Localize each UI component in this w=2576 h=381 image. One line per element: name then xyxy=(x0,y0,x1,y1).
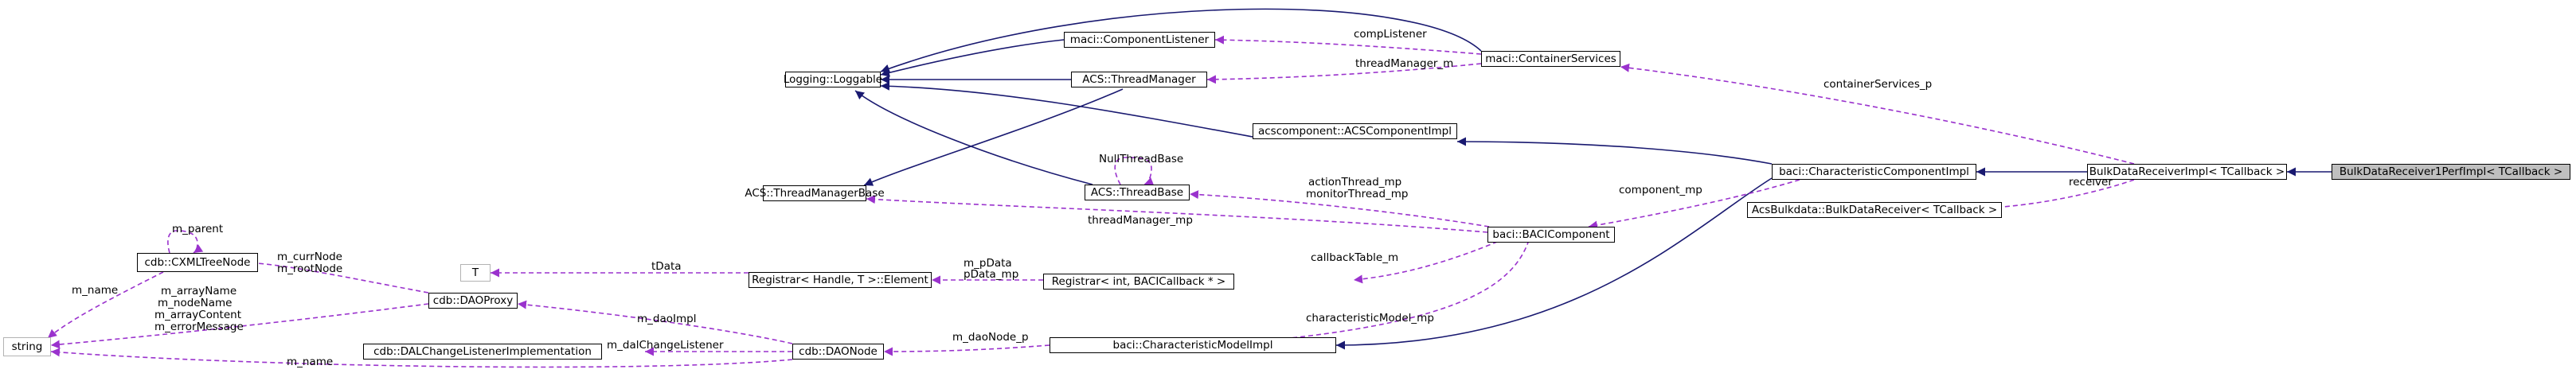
label-m-dao-node-p: m_daoNode_p xyxy=(952,331,1029,344)
node-logging-loggable[interactable]: Logging::Loggable xyxy=(783,72,883,87)
use-edge-container-to-threadmanager xyxy=(1206,63,1482,84)
use-edge-daonode-to-daoproxy xyxy=(517,300,793,344)
node-thread-manager[interactable]: ACS::ThreadManager xyxy=(1071,72,1207,87)
node-bulk-data-receiver-1perf[interactable]: BulkDataReceiver1PerfImpl< TCallback > xyxy=(2332,164,2570,180)
label-thread-manager-mp: threadManager_mp xyxy=(1088,214,1193,227)
node-acs-bulkdata-receiver[interactable]: AcsBulkdata::BulkDataReceiver< TCallback… xyxy=(1747,202,2002,218)
use-edge-daonode-to-string xyxy=(50,348,793,368)
label-m-array-name: m_arrayName xyxy=(161,285,236,297)
inherit-edge-acscomponent-to-logging xyxy=(880,81,1253,138)
label-m-parent: m_parent xyxy=(172,223,223,235)
use-edge-receiverimpl-to-container xyxy=(1620,63,2135,165)
label-monitor-thread: monitorThread_mp xyxy=(1306,188,1409,200)
use-edge-characteristic-to-bacicomponent xyxy=(1588,179,1800,230)
inherit-edge-componentlistener-to-logging xyxy=(880,39,1065,77)
node-characteristic-component-impl[interactable]: baci::CharacteristicComponentImpl xyxy=(1772,164,1976,180)
node-acs-component-impl[interactable]: acscomponent::ACSComponentImpl xyxy=(1253,123,1457,139)
label-null-thread-base: NullThreadBase xyxy=(1099,153,1183,165)
label-component-mp: component_mp xyxy=(1619,184,1702,196)
label-thread-manager-m: threadManager_m xyxy=(1355,57,1453,70)
label-m-error-message: m_errorMessage xyxy=(154,321,244,333)
inherit-edge-threadmanager-to-tmbase xyxy=(863,88,1124,186)
node-thread-manager-base[interactable]: ACS::ThreadManagerBase xyxy=(745,185,885,201)
use-edge-cxml-self xyxy=(167,230,204,254)
inherit-edge-containerservices-to-logging xyxy=(880,8,1482,73)
label-characteristic-model-mp: characteristicModel_mp xyxy=(1306,312,1434,325)
label-m-array-content: m_arrayContent xyxy=(154,309,241,321)
label-m-dao-impl: m_daoImpl xyxy=(637,313,696,325)
node-baci-component[interactable]: baci::BACIComponent xyxy=(1487,227,1615,243)
node-dal-change-listener[interactable]: cdb::DALChangeListenerImplementation xyxy=(363,344,602,360)
use-edge-bacicomponent-to-tmbase xyxy=(866,195,1488,233)
label-m-dal-change-listener: m_dalChangeListener xyxy=(607,339,724,352)
label-action-thread: actionThread_mp xyxy=(1308,176,1401,189)
label-t-data: tData xyxy=(651,260,682,273)
use-edge-charmodel-to-daonode xyxy=(883,344,1050,356)
inherit-edge-characteristic-to-acscomponent xyxy=(1456,137,1773,165)
label-m-name-2: m_name xyxy=(287,356,333,368)
node-registrar-element[interactable]: Registrar< Handle, T >::Element xyxy=(749,272,932,288)
node-dao-node[interactable]: cdb::DAONode xyxy=(792,344,884,360)
inherit-edge-characteristic-to-charmodel xyxy=(1335,177,1773,350)
node-component-listener[interactable]: maci::ComponentListener xyxy=(1064,32,1215,48)
node-characteristic-model-impl[interactable]: baci::CharacteristicModelImpl xyxy=(1050,337,1336,353)
node-t-param[interactable]: T xyxy=(460,264,491,282)
use-edge-bacicomponent-to-charmodel xyxy=(1229,239,1530,348)
label-m-curr-node: m_currNode xyxy=(277,251,342,263)
label-callback-table: callbackTable_m xyxy=(1311,251,1398,264)
label-container-services-p: containerServices_p xyxy=(1824,78,1932,91)
use-edge-cxml-to-string xyxy=(47,271,164,339)
label-m-pdata: m_pData xyxy=(964,257,1012,270)
use-edge-daoproxy-to-string xyxy=(50,303,429,349)
node-bulk-data-receiver-impl[interactable]: BulkDataReceiverImpl< TCallback > xyxy=(2087,164,2287,180)
use-edge-container-to-componentlistener xyxy=(1214,35,1482,55)
node-thread-base[interactable]: ACS::ThreadBase xyxy=(1085,185,1190,200)
label-m-name-1: m_name xyxy=(72,284,118,297)
node-dao-proxy[interactable]: cdb::DAOProxy xyxy=(428,293,518,309)
use-edge-bacicomponent-to-threadbase xyxy=(1189,190,1490,227)
label-m-root-node: m_rootNode xyxy=(277,262,342,275)
label-m-node-name: m_nodeName xyxy=(158,297,232,309)
node-string[interactable]: string xyxy=(3,337,51,356)
use-edge-bacicomponent-to-registrar xyxy=(1353,238,1506,284)
label-pdata-mp: pData_mp xyxy=(964,268,1018,281)
label-comp-listener: compListener xyxy=(1354,28,1427,41)
inherit-edge-threadbase-to-logging xyxy=(854,90,1093,185)
node-registrar-int[interactable]: Registrar< int, BACICallback * > xyxy=(1043,274,1234,290)
node-container-services[interactable]: maci::ContainerServices xyxy=(1481,51,1620,67)
node-cxml-tree-node[interactable]: cdb::CXMLTreeNode xyxy=(137,253,258,272)
